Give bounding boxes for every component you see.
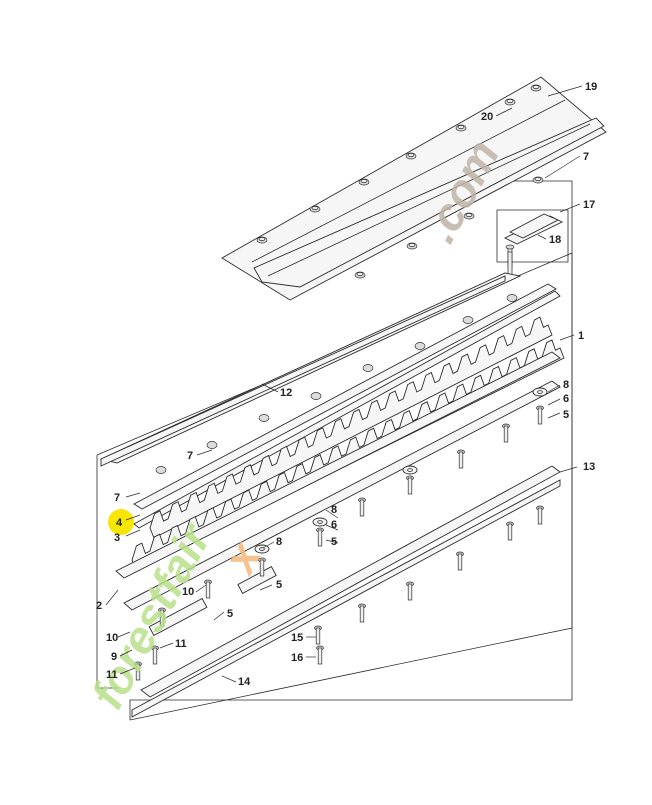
callout-13: 13 — [583, 461, 595, 473]
callout-2: 2 — [96, 600, 102, 612]
washer-hole — [537, 390, 543, 394]
bolt-shank — [537, 407, 543, 425]
cover-nut-top — [311, 206, 319, 210]
washer-hole — [407, 468, 413, 472]
cover-nut-top — [534, 177, 542, 181]
bolt-shank — [259, 559, 265, 577]
callout-8-lower: 8 — [276, 536, 282, 548]
washer-hole — [259, 547, 265, 551]
bolt-shank — [407, 583, 413, 601]
blade-strips — [133, 283, 561, 529]
bolt-shank — [359, 605, 365, 623]
callout-7-left: 7 — [114, 492, 120, 504]
bolt-shank — [159, 609, 165, 627]
callout-10-upper: 10 — [182, 586, 194, 598]
leader-lines — [105, 85, 583, 683]
bolt-shank — [458, 451, 464, 469]
callout-8-center: 8 — [331, 504, 337, 516]
hex-nut — [462, 316, 474, 324]
cover-nut-top — [258, 237, 266, 241]
callout-16: 16 — [291, 652, 303, 664]
bolt-shank — [407, 477, 413, 495]
callout-7-top: 7 — [583, 151, 589, 163]
callout-17: 17 — [583, 199, 595, 211]
callout-11-lower: 11 — [106, 669, 118, 681]
callout-1: 1 — [578, 330, 584, 342]
hex-nut — [506, 294, 518, 302]
callout-6-right: 6 — [563, 393, 569, 405]
bolt-shank — [457, 553, 463, 571]
bolt-shank — [135, 663, 141, 681]
callout-7-mid: 7 — [187, 450, 193, 462]
bolt-shank — [503, 425, 509, 443]
callout-4: 4 — [116, 517, 123, 529]
bolt-shank — [205, 581, 211, 599]
rails-13-14 — [131, 465, 561, 718]
callout-18: 18 — [549, 234, 561, 246]
bolt-shank — [315, 627, 321, 645]
hex-nut — [362, 364, 374, 372]
callout-5-right: 5 — [563, 409, 569, 421]
callout-12: 12 — [280, 387, 292, 399]
blade-cover-19 — [221, 76, 607, 301]
bolt-shank — [359, 499, 365, 517]
washer — [312, 517, 328, 527]
hex-nut — [310, 392, 322, 400]
cover-nut-top — [457, 125, 465, 129]
callout-5-left: 5 — [227, 608, 233, 620]
callout-8-right: 8 — [563, 379, 569, 391]
cover-nut-top — [408, 243, 416, 247]
hex-nut — [414, 342, 426, 350]
callout-9: 9 — [111, 651, 117, 663]
callout-10-left: 10 — [106, 632, 118, 644]
cover-nut-top — [356, 272, 364, 276]
callout-5-lower: 5 — [276, 579, 282, 591]
hex-nut — [258, 414, 270, 422]
bolt-shank — [507, 523, 513, 541]
washer — [402, 465, 418, 475]
bolt-shank — [537, 507, 543, 525]
bracket-17 — [503, 213, 564, 277]
callout-5-center: 5 — [331, 536, 337, 548]
hex-nut — [206, 441, 218, 449]
callout-11-upper: 11 — [175, 638, 187, 650]
hardware — [134, 294, 548, 681]
washer — [532, 387, 548, 397]
callout-20: 20 — [481, 111, 493, 123]
rail-12 — [99, 272, 522, 467]
highlight-marker — [108, 509, 134, 535]
bolt-shank — [152, 647, 158, 665]
cover-nut-top — [465, 213, 473, 217]
callout-19: 19 — [585, 81, 597, 93]
callout-6-center: 6 — [331, 519, 337, 531]
cover-nut-top — [360, 179, 368, 183]
bolt-shank — [317, 647, 323, 665]
callout-3: 3 — [114, 532, 120, 544]
callout-14: 14 — [238, 676, 251, 688]
cover-nut-top — [506, 99, 514, 103]
callout-15: 15 — [291, 632, 303, 644]
callout-labels: 19 20 7 17 18 1 12 8 6 5 7 7 4 3 8 6 5 8… — [96, 81, 597, 688]
hex-nut — [155, 466, 167, 474]
cover-nut-top — [407, 153, 415, 157]
cover-nut-top — [532, 85, 540, 89]
bolt-shank — [317, 529, 323, 547]
washer-hole — [317, 520, 323, 524]
